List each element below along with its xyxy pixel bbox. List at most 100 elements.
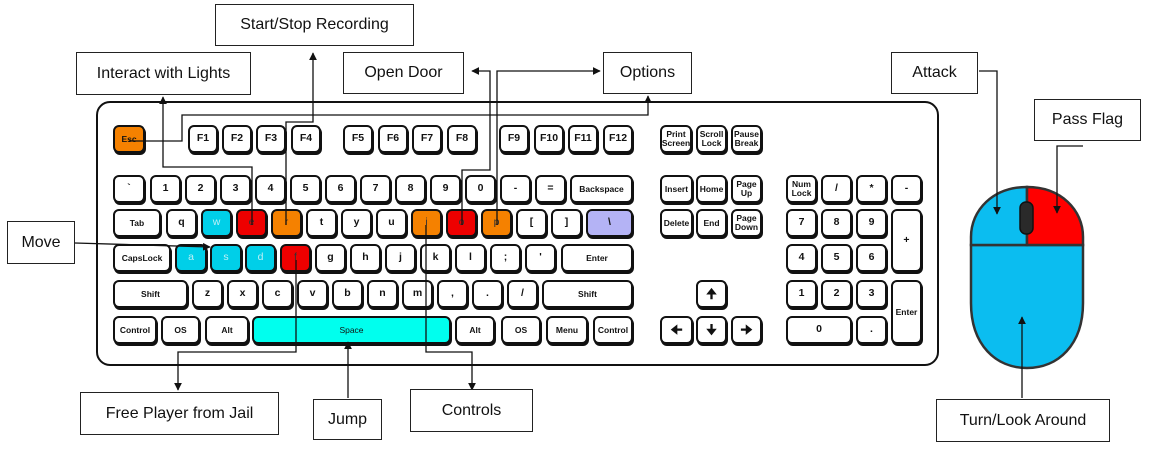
key-8: 8 (395, 175, 426, 203)
key-v: v (297, 280, 328, 308)
key-f: f (280, 244, 311, 272)
key-num-3: 3 (856, 280, 887, 308)
key-a: a (175, 244, 207, 272)
key-num-8: 8 (821, 209, 852, 237)
key-0: 0 (465, 175, 496, 203)
key-i: i (411, 209, 442, 237)
key-f6: F6 (378, 125, 408, 153)
arrow-down-icon: 🠋 (696, 316, 727, 344)
key-esc: Esc (113, 125, 145, 153)
callout-free-player-from-jail: Free Player from Jail (80, 392, 279, 435)
key-alt-right: Alt (455, 316, 495, 344)
key-alt-left: Alt (205, 316, 249, 344)
mouse (969, 185, 1085, 370)
key-backslash: \ (586, 209, 633, 237)
key-f9: F9 (499, 125, 529, 153)
key-1: 1 (150, 175, 181, 203)
key-num-lock: Num Lock (786, 175, 817, 203)
callout-interact-with-lights: Interact with Lights (76, 52, 251, 95)
key-f8: F8 (447, 125, 477, 153)
key-num-1: 1 (786, 280, 817, 308)
key-enter: Enter (561, 244, 633, 272)
key-home: Home (696, 175, 727, 203)
key-shift-left: Shift (113, 280, 188, 308)
key-num-star: * (856, 175, 887, 203)
key-num-9: 9 (856, 209, 887, 237)
key-f4: F4 (291, 125, 321, 153)
key-quote: ' (525, 244, 556, 272)
key-pause-break: Pause Break (731, 125, 762, 153)
key-l: l (455, 244, 486, 272)
key-backtick: ` (113, 175, 145, 203)
callout-move: Move (7, 221, 75, 264)
key-insert: Insert (660, 175, 693, 203)
key-delete: Delete (660, 209, 693, 237)
key-f3: F3 (256, 125, 286, 153)
key-os-left: OS (161, 316, 200, 344)
key-num-minus: - (891, 175, 922, 203)
callout-jump: Jump (313, 399, 382, 440)
arrow-right-icon: 🠊 (731, 316, 762, 344)
key-f11: F11 (568, 125, 598, 153)
key-k: k (420, 244, 451, 272)
key-control-right: Control (593, 316, 633, 344)
key-p: p (481, 209, 512, 237)
mouse-left-button (969, 185, 1029, 247)
key-page-down: Page Down (731, 209, 762, 237)
key-t: t (306, 209, 337, 237)
key-shift-right: Shift (542, 280, 633, 308)
key-control-left: Control (113, 316, 157, 344)
key-2: 2 (185, 175, 216, 203)
key-left-bracket: [ (516, 209, 547, 237)
key-num-5: 5 (821, 244, 852, 272)
key-num-2: 2 (821, 280, 852, 308)
key-num-dot: . (856, 316, 887, 344)
key-s: s (210, 244, 242, 272)
key-num-7: 7 (786, 209, 817, 237)
key-5: 5 (290, 175, 321, 203)
key-u: u (376, 209, 407, 237)
key-capslock: CapsLock (113, 244, 171, 272)
key-3: 3 (220, 175, 251, 203)
callout-turn-look-around: Turn/Look Around (936, 399, 1110, 442)
key-9: 9 (430, 175, 461, 203)
key-h: h (350, 244, 381, 272)
key-g: g (315, 244, 346, 272)
key-f7: F7 (412, 125, 442, 153)
key-num-slash: / (821, 175, 852, 203)
key-f10: F10 (534, 125, 564, 153)
key-right-bracket: ] (551, 209, 582, 237)
mouse-right-button (1025, 185, 1085, 247)
key-c: c (262, 280, 293, 308)
key-space: Space (252, 316, 451, 344)
key-num-0: 0 (786, 316, 852, 344)
key-z: z (192, 280, 223, 308)
key-comma: , (437, 280, 468, 308)
key-num-6: 6 (856, 244, 887, 272)
key-r: r (271, 209, 302, 237)
key-equals: = (535, 175, 566, 203)
key-slash: / (507, 280, 538, 308)
key-7: 7 (360, 175, 391, 203)
key-n: n (367, 280, 398, 308)
key-o: o (446, 209, 477, 237)
key-tab: Tab (113, 209, 161, 237)
key-f2: F2 (222, 125, 252, 153)
key-end: End (696, 209, 727, 237)
callout-start-stop-recording: Start/Stop Recording (215, 4, 414, 46)
key-f12: F12 (603, 125, 633, 153)
key-x: x (227, 280, 258, 308)
key-backspace: Backspace (570, 175, 633, 203)
key-6: 6 (325, 175, 356, 203)
callout-attack: Attack (891, 52, 978, 94)
key-w: w (201, 209, 232, 237)
key-period: . (472, 280, 503, 308)
mouse-scroll-wheel (1019, 201, 1034, 235)
key-semicolon: ; (490, 244, 521, 272)
key-j: j (385, 244, 416, 272)
arrow-up-icon: 🠉 (696, 280, 727, 308)
key-m: m (402, 280, 433, 308)
key-minus: - (500, 175, 531, 203)
callout-pass-flag: Pass Flag (1034, 99, 1141, 141)
